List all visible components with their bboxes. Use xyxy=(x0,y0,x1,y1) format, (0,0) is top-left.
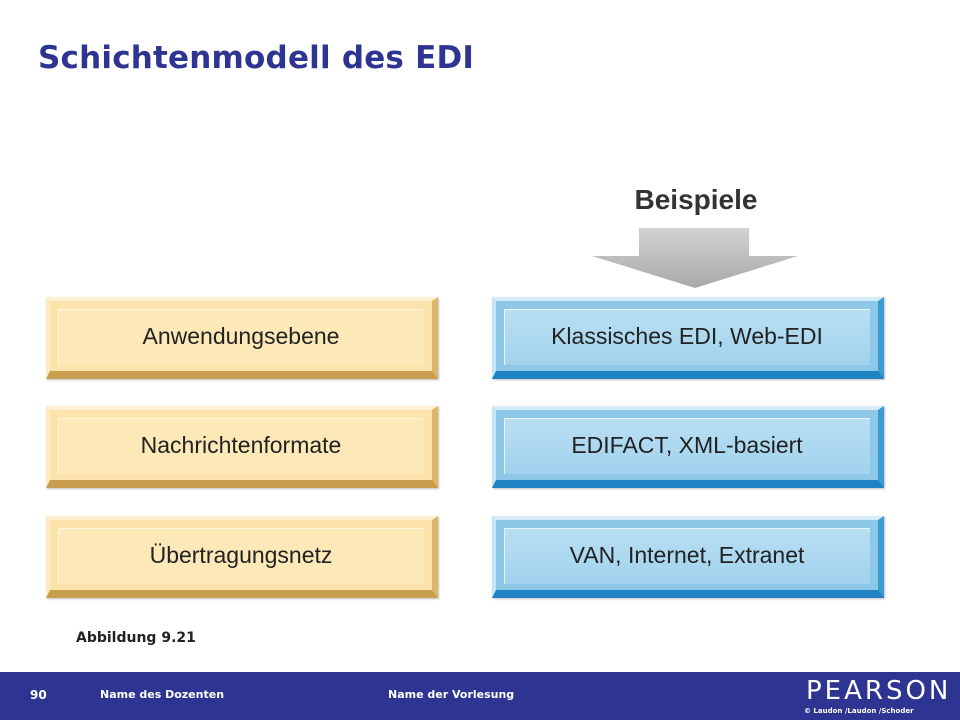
layer-label: Nachrichtenformate xyxy=(140,431,342,458)
pearson-logo: PEARSON xyxy=(806,676,952,706)
page-number: 90 xyxy=(30,688,47,702)
figure-caption: Abbildung 9.21 xyxy=(76,630,196,646)
layer-label: Anwendungsebene xyxy=(142,322,340,349)
example-box-message-formats: EDIFACT, XML-basiert xyxy=(492,406,884,488)
copyright-notice: © Laudon /Laudon /Schoder xyxy=(804,707,914,715)
lecturer-name: Name des Dozenten xyxy=(100,688,225,701)
layer-box-application: Anwendungsebene xyxy=(46,297,438,379)
slide-title: Schichtenmodell des EDI xyxy=(38,40,475,76)
lecture-name: Name der Vorlesung xyxy=(388,688,515,701)
layer-label: Übertragungsnetz xyxy=(149,541,333,568)
example-label: VAN, Internet, Extranet xyxy=(569,541,805,568)
down-arrow-icon xyxy=(592,228,798,288)
example-label: Klassisches EDI, Web-EDI xyxy=(551,322,823,349)
layer-box-transmission-network: Übertragungsnetz xyxy=(46,516,438,598)
footer-bar: 90 Name des Dozenten Name der Vorlesung … xyxy=(0,672,960,720)
layer-box-message-formats: Nachrichtenformate xyxy=(46,406,438,488)
example-box-transmission-network: VAN, Internet, Extranet xyxy=(492,516,884,598)
example-label: EDIFACT, XML-basiert xyxy=(571,431,803,458)
examples-heading: Beispiele xyxy=(634,184,758,215)
example-box-application: Klassisches EDI, Web-EDI xyxy=(492,297,884,379)
